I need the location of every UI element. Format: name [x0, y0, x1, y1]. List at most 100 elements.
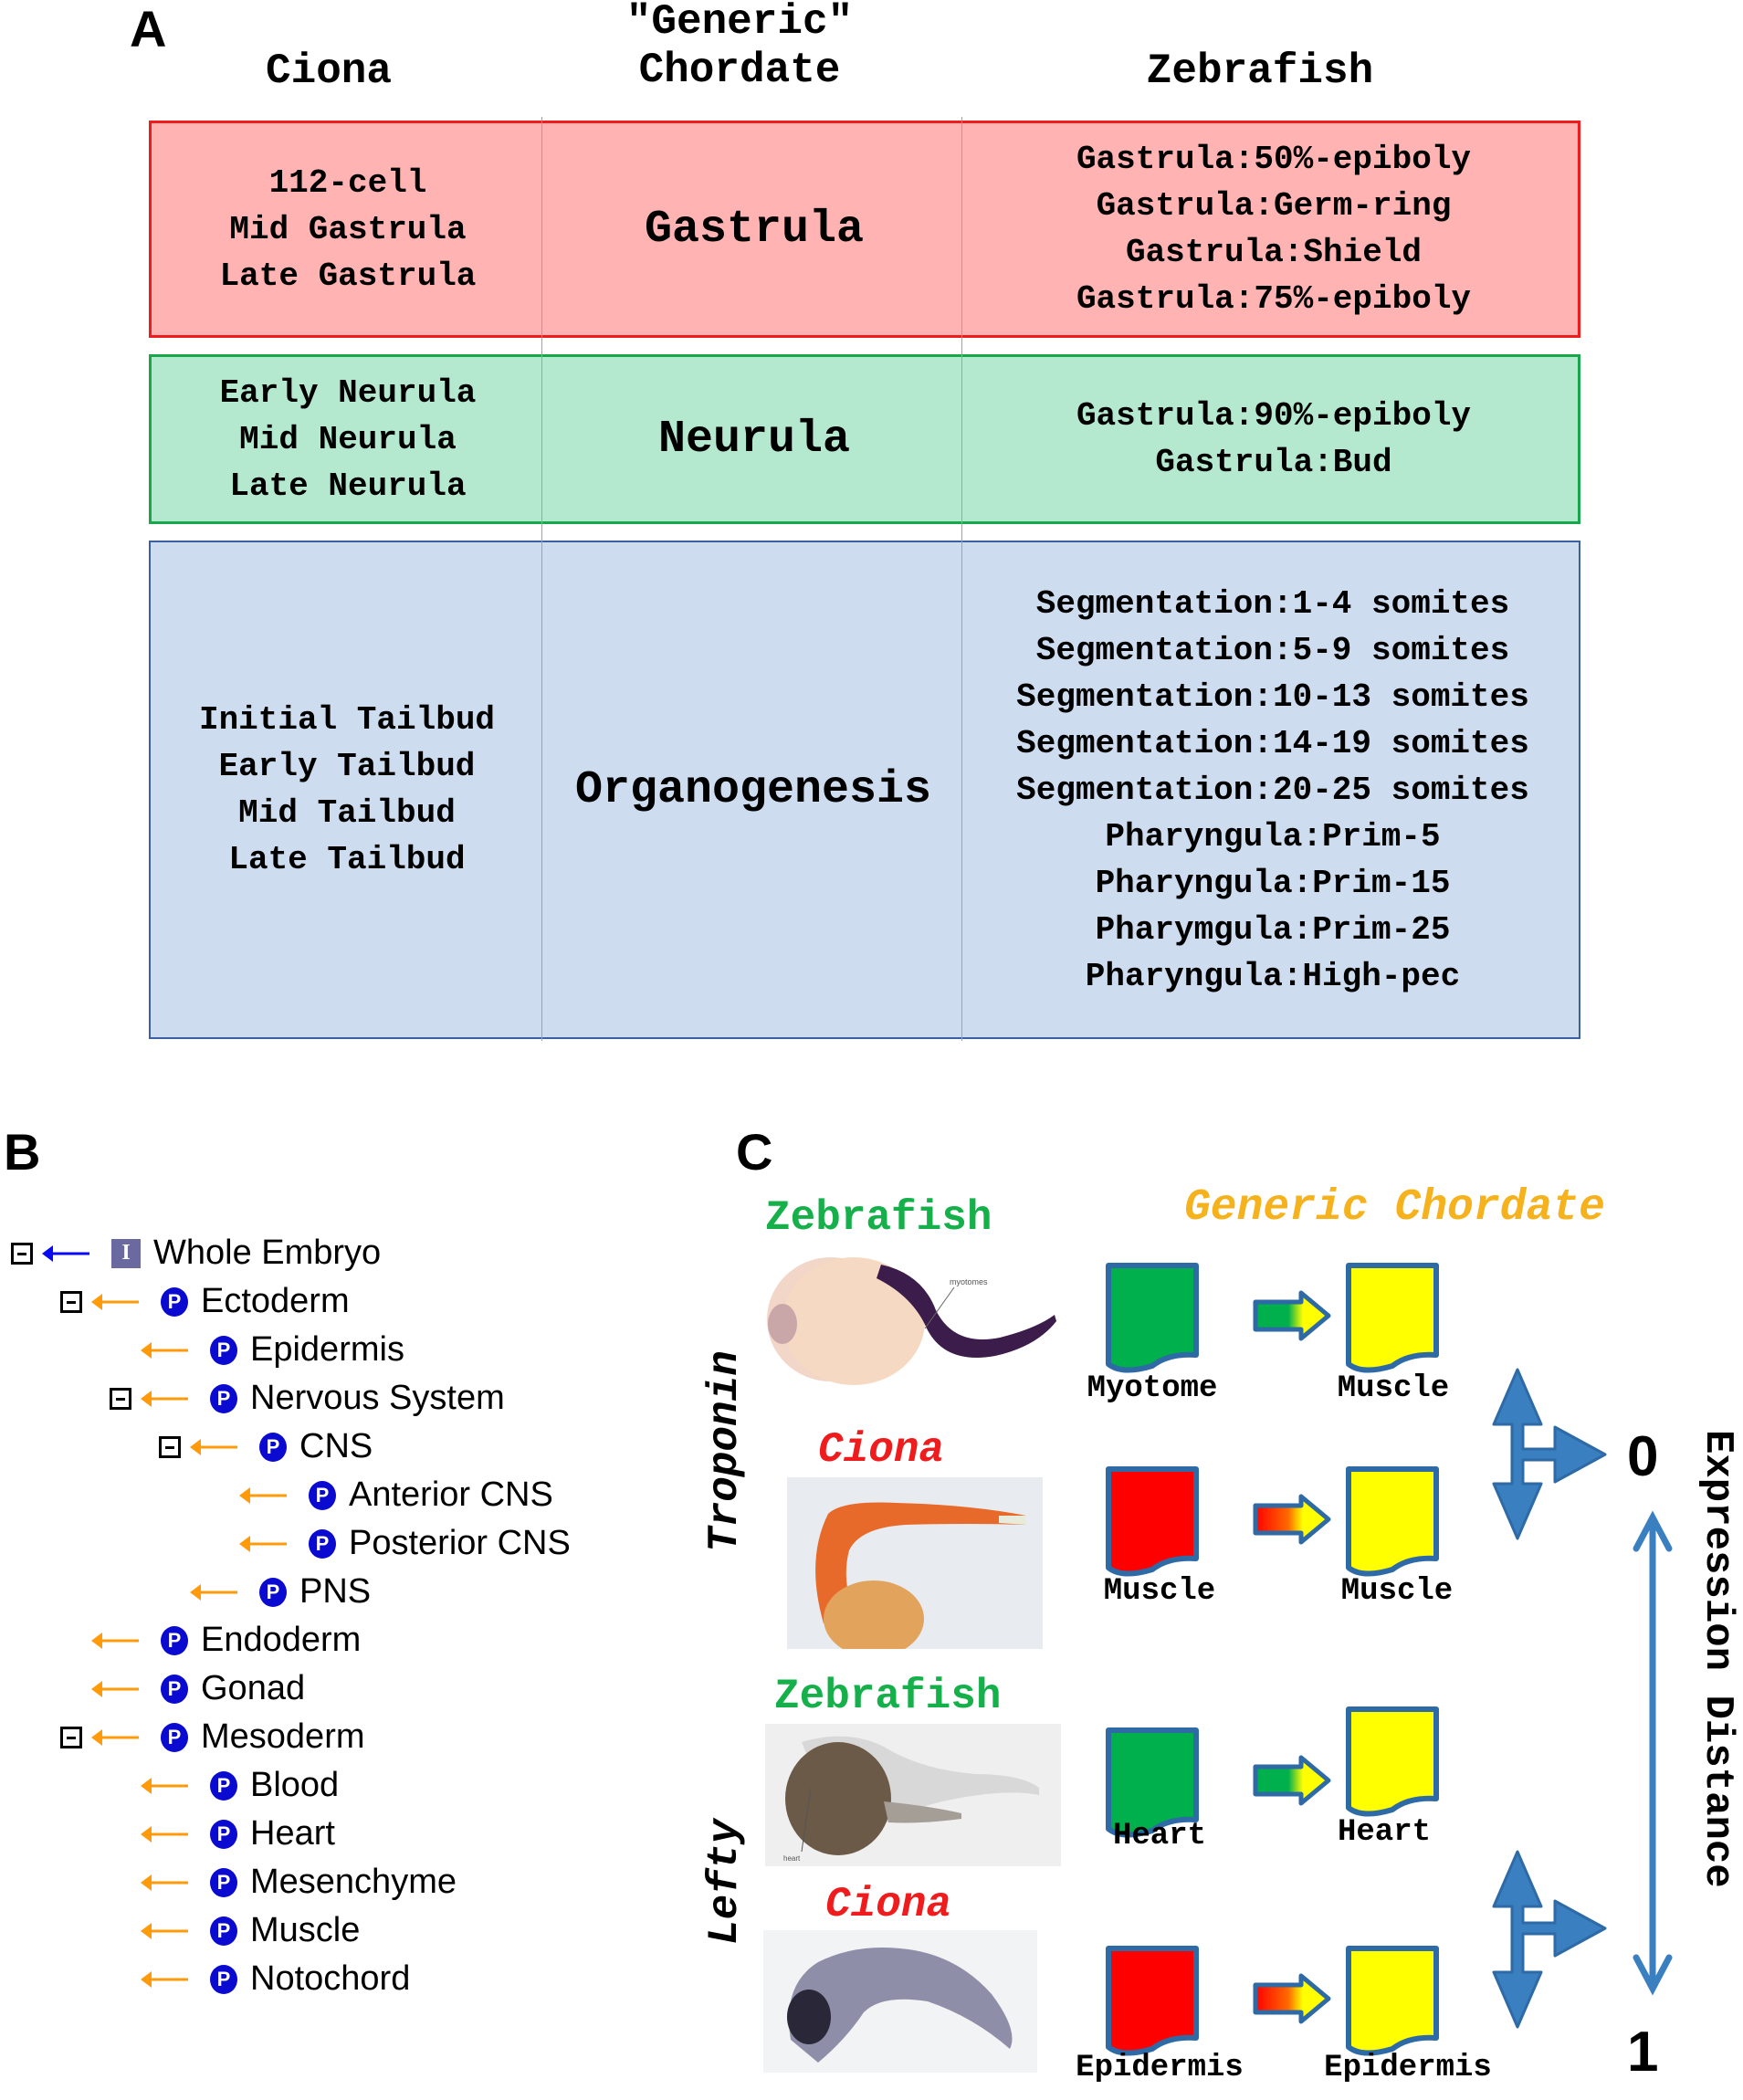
part-of-badge-icon: P	[210, 1964, 237, 1994]
collapse-toggle-icon[interactable]	[60, 1290, 82, 1313]
photo-annotation: myotomes	[950, 1277, 988, 1286]
panel-c-letter: C	[736, 1123, 773, 1181]
zebrafish-troponin-embryo-image: myotomes	[762, 1246, 1073, 1392]
compare-bracket-arrow-icon	[1492, 1368, 1607, 1540]
part-of-badge-icon: P	[309, 1480, 336, 1510]
collapse-toggle-icon[interactable]	[11, 1242, 33, 1265]
relation-arrow-icon	[141, 1777, 188, 1794]
zebrafish-stage: Gastrula:Shield	[1125, 234, 1423, 271]
column-header-ciona: Ciona	[265, 47, 393, 95]
ciona-stage: Early Tailbud	[218, 748, 476, 785]
tree-node-label: Muscle	[250, 1911, 361, 1949]
generic-stage: Organogenesis	[574, 763, 932, 816]
mapping-arrow-icon	[1253, 1755, 1331, 1806]
tree-node[interactable]: P Anterior CNS	[208, 1471, 553, 1519]
relation-arrow-icon	[42, 1244, 89, 1262]
generic-stage: Neurula	[657, 413, 851, 466]
ciona-stage: 112-cell	[268, 163, 427, 202]
collapse-toggle-icon[interactable]	[159, 1435, 181, 1458]
part-of-badge-icon: P	[210, 1770, 237, 1801]
zebrafish-stage: Gastrula:Bud	[1155, 444, 1392, 481]
term-label-source: Epidermis	[1076, 2051, 1244, 2085]
zebrafish-stage: Gastrula:Germ-ring	[1096, 187, 1452, 225]
source-term-doc-icon	[1106, 1263, 1199, 1373]
expression-distance-max: 1	[1627, 2021, 1659, 2084]
part-of-badge-icon: P	[210, 1867, 237, 1897]
tree-node-label: Nervous System	[250, 1379, 505, 1417]
expression-distance-axis-label: Expression Distance	[1695, 1430, 1740, 1888]
zebrafish-stage: Pharyngula:Prim-5	[1105, 817, 1441, 856]
tree-node-label: Notochord	[250, 1959, 411, 1998]
tree-node-label: Posterior CNS	[349, 1524, 571, 1562]
stage-row-gastrula: 112-cell Mid Gastrula Late Gastrula Gast…	[149, 121, 1580, 338]
tree-node[interactable]: P PNS	[159, 1568, 371, 1616]
relation-arrow-icon	[91, 1728, 139, 1746]
zebrafish-stages-cell: Gastrula:90%-epiboly Gastrula:Bud	[964, 357, 1583, 521]
tree-node-label: CNS	[299, 1427, 373, 1465]
source-term-doc-icon	[1106, 1946, 1199, 2056]
tree-node[interactable]: P Blood	[110, 1761, 339, 1810]
instance-badge-icon: I	[111, 1238, 141, 1268]
gene-label-troponin: Troponin	[701, 1350, 749, 1552]
generic-stage-cell: Organogenesis	[543, 542, 963, 1037]
ciona-stage: Late Gastrula	[219, 257, 477, 295]
part-of-badge-icon: P	[210, 1335, 237, 1365]
stage-row-organogenesis: Initial Tailbud Early Tailbud Mid Tailbu…	[149, 541, 1580, 1039]
panel-a-letter: A	[130, 0, 167, 58]
mapping-arrow-icon	[1253, 1973, 1331, 2024]
relation-arrow-icon	[141, 1970, 188, 1988]
relation-arrow-icon	[141, 1341, 188, 1359]
relation-arrow-icon	[141, 1874, 188, 1891]
zebrafish-stage: Segmentation:5-9 somites	[1035, 631, 1510, 669]
zebrafish-stage: Gastrula:90%-epiboly	[1076, 397, 1472, 435]
relation-arrow-icon	[141, 1390, 188, 1407]
relation-arrow-icon	[91, 1293, 139, 1310]
zebrafish-stages-cell: Segmentation:1-4 somites Segmentation:5-…	[963, 542, 1582, 1037]
generic-chordate-title: Generic Chordate	[1184, 1183, 1605, 1233]
tree-node-label: Blood	[250, 1766, 340, 1804]
collapse-toggle-icon[interactable]	[110, 1387, 131, 1410]
term-label-source: Heart	[1112, 1819, 1207, 1853]
relation-arrow-icon	[239, 1535, 287, 1552]
panel-b-letter: B	[4, 1123, 41, 1181]
term-label-target: Muscle	[1340, 1574, 1454, 1609]
ciona-stage: Mid Neurula	[239, 420, 457, 458]
compare-bracket-arrow-icon	[1492, 1850, 1607, 2029]
part-of-badge-icon: P	[161, 1625, 188, 1655]
expression-distance-min: 0	[1627, 1425, 1659, 1488]
stage-row-neurula: Early Neurula Mid Neurula Late Neurula N…	[149, 354, 1580, 524]
ciona-stages-cell: Initial Tailbud Early Tailbud Mid Tailbu…	[151, 542, 543, 1037]
tree-node[interactable]: P Notochord	[110, 1955, 410, 2003]
ciona-stages-cell: Early Neurula Mid Neurula Late Neurula	[152, 357, 544, 521]
column-divider	[961, 117, 962, 1041]
tree-node-label: PNS	[299, 1572, 372, 1611]
photo-annotation: heart	[783, 1854, 801, 1863]
collapse-toggle-icon[interactable]	[60, 1726, 82, 1748]
ciona-stage: Mid Tailbud	[238, 794, 456, 832]
ciona-troponin-embryo-image	[787, 1477, 1043, 1649]
source-term-doc-icon	[1106, 1727, 1199, 1838]
ciona-stage: Late Tailbud	[228, 841, 466, 878]
part-of-badge-icon: P	[259, 1577, 287, 1607]
part-of-badge-icon: P	[161, 1286, 188, 1317]
tree-node-label: Heart	[250, 1814, 335, 1853]
zebrafish-stage: Gastrula:75%-epiboly	[1076, 280, 1472, 318]
zebrafish-stage: Pharyngula:High-pec	[1085, 957, 1461, 995]
ciona-stage: Early Neurula	[219, 373, 477, 412]
tree-node-label: Anterior CNS	[349, 1475, 553, 1514]
generic-term-doc-icon	[1346, 1706, 1439, 1817]
generic-term-doc-icon	[1346, 1946, 1439, 2056]
zebrafish-stage: Gastrula:50%-epiboly	[1076, 141, 1472, 178]
